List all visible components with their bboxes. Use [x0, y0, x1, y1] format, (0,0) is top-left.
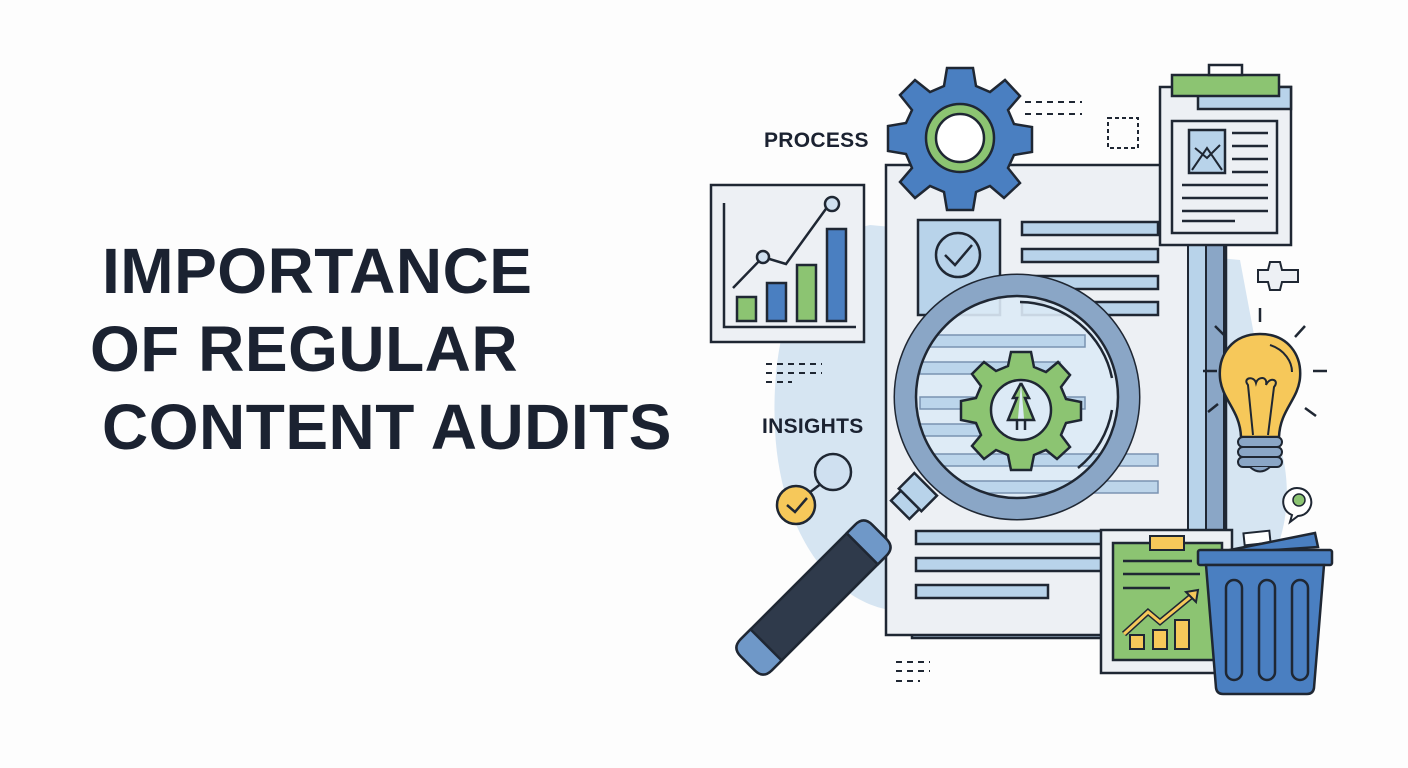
lightbulb-icon [1203, 308, 1327, 473]
insights-label: INSIGHTS [762, 415, 864, 438]
headline: IMPORTANCE OF REGULAR CONTENT AUDITS [90, 232, 672, 466]
process-label: PROCESS [764, 129, 869, 152]
green-gear-icon [959, 350, 1083, 472]
dash-decoration [766, 101, 1082, 682]
trash-bin-icon [1196, 529, 1334, 696]
dashed-square-icon [1107, 117, 1139, 149]
headline-line-3: CONTENT AUDITS [102, 391, 672, 463]
headline-line-1: IMPORTANCE [102, 235, 533, 307]
chat-bubble-icon [1282, 487, 1313, 525]
clipboard-icon [1158, 63, 1293, 247]
gear-icon [886, 66, 1034, 212]
headline-line-2: OF REGULAR [90, 313, 519, 385]
bar-line-chart-icon [709, 183, 866, 344]
puzzle-icon [1257, 261, 1299, 291]
checkmark-node-icon [775, 452, 853, 526]
